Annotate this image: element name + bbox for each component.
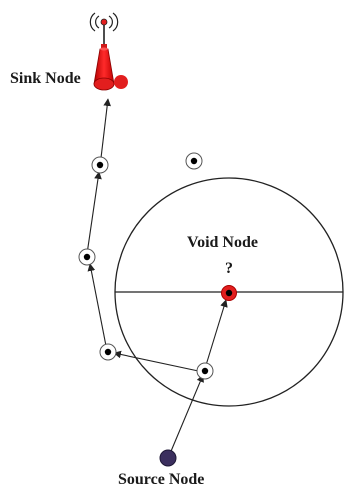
node-upper-left bbox=[91, 156, 109, 174]
sink-node-label: Sink Node bbox=[10, 70, 81, 87]
node-lower-left bbox=[99, 343, 117, 361]
void-question-mark: ? bbox=[225, 260, 233, 277]
arrow-relay-to-left-node bbox=[113, 350, 204, 373]
void-node-label: Void Node bbox=[187, 234, 258, 251]
node-isolated bbox=[185, 152, 203, 170]
source-node-label: Source Node bbox=[118, 471, 204, 487]
node-mid-left bbox=[78, 248, 96, 266]
arrow-mid-node-to-upper-node bbox=[86, 171, 102, 255]
void-node bbox=[221, 285, 237, 301]
arrow-relay-to-void bbox=[202, 299, 228, 376]
antenna-tower-icon bbox=[89, 12, 128, 91]
arrow-upper-node-to-sink bbox=[100, 98, 112, 159]
routing-arrows bbox=[86, 98, 228, 457]
node-relay bbox=[196, 362, 214, 380]
source-node bbox=[159, 449, 177, 467]
arrow-left-node-to-mid-node bbox=[87, 263, 108, 352]
arrow-source-to-relay bbox=[168, 374, 204, 457]
